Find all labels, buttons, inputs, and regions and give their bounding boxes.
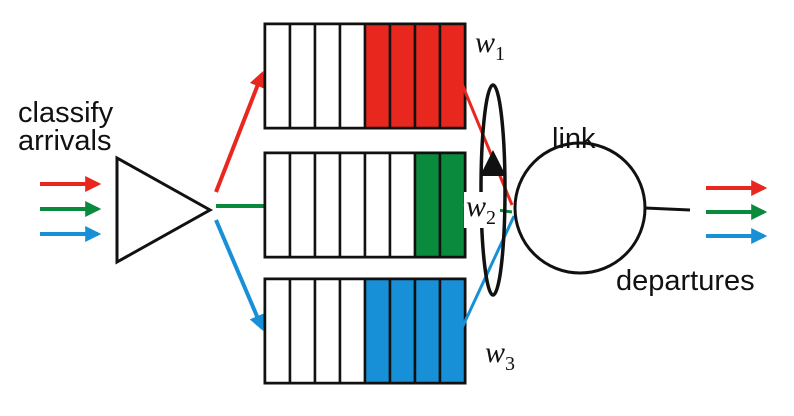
- queue-packet-slot-empty: [313, 277, 342, 385]
- queue-packet-slot-empty: [288, 277, 317, 385]
- queue-packet-slot-empty: [313, 22, 342, 130]
- departures-label: departures: [616, 265, 755, 297]
- link-label: link: [552, 123, 596, 155]
- weight-label-2: w2: [466, 190, 496, 229]
- scheduler-loop: [479, 83, 507, 297]
- queue-red: [263, 22, 467, 130]
- queue-packet-slot-empty: [313, 151, 342, 259]
- queue-blue: [263, 277, 467, 385]
- queue-packet-slot-empty: [338, 22, 367, 130]
- queue-to-link-blue: [460, 215, 516, 329]
- queue-packet-slot-empty: [263, 277, 292, 385]
- queue-packet-slot-empty: [388, 151, 417, 259]
- classify-label: classify: [18, 97, 114, 129]
- link-server: [513, 141, 647, 275]
- queue-packet-slot-filled: [363, 277, 392, 385]
- classifier-triangle: [115, 155, 214, 265]
- queue-packet-slot-filled: [438, 277, 467, 385]
- queue-packet-slot-filled: [363, 22, 392, 130]
- route-arrow-red: [214, 71, 265, 193]
- queue-packet-slot-filled: [413, 277, 442, 385]
- queue-green: [263, 151, 467, 259]
- scheduler-arrowhead-icon: [480, 150, 506, 176]
- queue-packet-slot-filled: [413, 22, 442, 130]
- queue-packet-slot-filled: [438, 22, 467, 130]
- route-arrow-blue: [214, 219, 265, 331]
- queue-packet-slot-filled: [388, 277, 417, 385]
- queue-packet-slot-empty: [263, 22, 292, 130]
- queue-packet-slot-filled: [388, 22, 417, 130]
- queue-packet-slot-empty: [288, 151, 317, 259]
- weight-label-2-bg: [464, 192, 500, 228]
- weight-label-1: w1: [475, 26, 505, 65]
- queue-packet-slot-filled: [438, 151, 467, 259]
- arrivals-label: arrivals: [18, 125, 111, 157]
- weight-label-3: w3: [485, 336, 515, 375]
- link-output-line: [644, 206, 691, 212]
- queue-packet-slot-filled: [413, 151, 442, 259]
- queue-packet-slot-empty: [338, 151, 367, 259]
- queue-packet-slot-empty: [363, 151, 392, 259]
- queue-packet-slot-empty: [263, 151, 292, 259]
- queue-packet-slot-empty: [288, 22, 317, 130]
- queue-packet-slot-empty: [338, 277, 367, 385]
